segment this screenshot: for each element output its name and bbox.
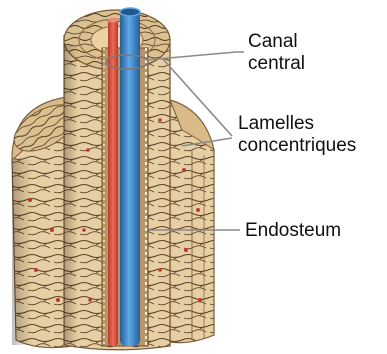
label-lamelles-line-2: concentriques: [238, 135, 356, 157]
label-endosteum: Endosteum: [245, 220, 341, 242]
blood-vessels: [108, 8, 140, 346]
label-canal-central: Canal central: [248, 31, 305, 75]
label-canal-line-1: Canal: [248, 31, 305, 53]
vein-vessel: [120, 12, 140, 346]
artery-vessel: [108, 20, 118, 346]
label-lamelles-concentriques: Lamelles concentriques: [238, 113, 356, 157]
right-lamellae-block: [170, 100, 214, 343]
label-canal-line-2: central: [248, 53, 305, 75]
label-lamelles-line-1: Lamelles: [238, 113, 356, 135]
